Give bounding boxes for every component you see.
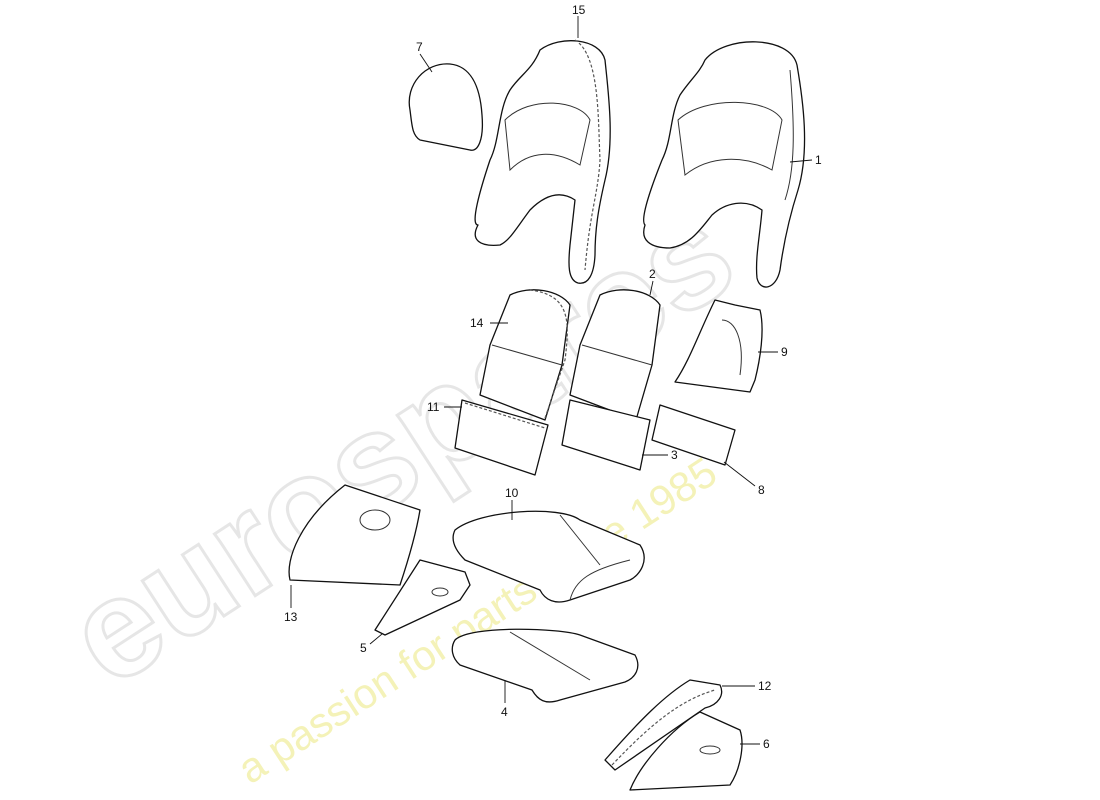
callout-2: 2 bbox=[649, 267, 656, 281]
callout-3: 3 bbox=[671, 448, 678, 462]
callout-12: 12 bbox=[758, 679, 772, 693]
callout-5: 5 bbox=[360, 641, 367, 655]
part-5-side-trim[interactable] bbox=[374, 559, 471, 636]
part-10-seat-cushion-cover[interactable] bbox=[452, 510, 645, 603]
part-11-lumbar-pad[interactable] bbox=[454, 399, 549, 476]
part-8-lumbar-pad[interactable] bbox=[651, 404, 736, 466]
callout-13: 13 bbox=[284, 610, 298, 624]
callout-1: 1 bbox=[815, 153, 822, 167]
callout-9: 9 bbox=[781, 345, 788, 359]
part-1-backrest[interactable] bbox=[643, 41, 806, 288]
callout-14: 14 bbox=[470, 316, 484, 330]
part-9-backrest-panel[interactable] bbox=[674, 299, 763, 393]
part-12-side-bolster[interactable] bbox=[604, 679, 723, 771]
leader-lines bbox=[290, 16, 813, 745]
watermark: eurospares a passion for parts since 198… bbox=[39, 171, 761, 793]
callout-7: 7 bbox=[416, 40, 423, 54]
part-4-seat-cushion[interactable] bbox=[451, 628, 639, 703]
callout-11: 11 bbox=[427, 400, 440, 414]
part-3-lumbar-pad[interactable] bbox=[561, 399, 651, 471]
watermark-brand: eurospares bbox=[41, 172, 760, 715]
part-13-side-panel[interactable] bbox=[288, 484, 421, 586]
callout-10: 10 bbox=[505, 486, 519, 500]
callout-4: 4 bbox=[501, 705, 508, 719]
callout-15: 15 bbox=[572, 3, 586, 17]
part-14-backrest-pad[interactable] bbox=[479, 289, 571, 421]
part-15-backrest-cover[interactable] bbox=[474, 39, 611, 284]
part-7-headrest-cover[interactable] bbox=[408, 63, 484, 151]
callout-6: 6 bbox=[763, 737, 770, 751]
callout-8: 8 bbox=[758, 483, 765, 497]
